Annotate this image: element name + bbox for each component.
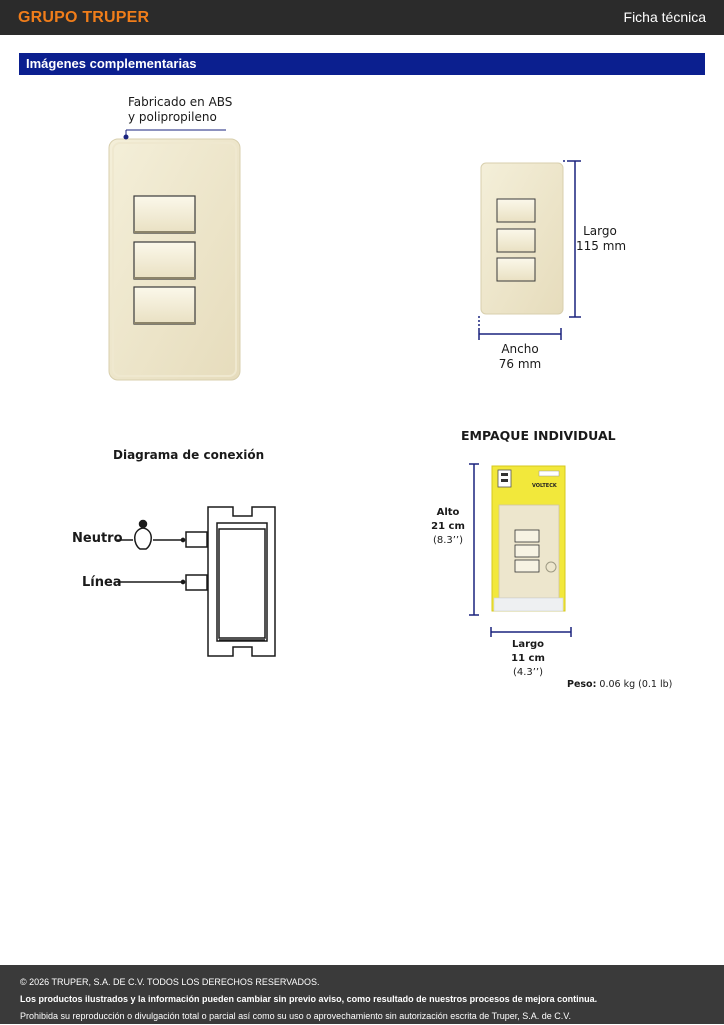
dimension-largo-package xyxy=(490,627,572,637)
section-title: Imágenes complementarias xyxy=(19,53,705,75)
footer: © 2026 TRUPER, S.A. DE C.V. TODOS LOS DE… xyxy=(0,965,724,1024)
connection-diagram xyxy=(117,506,276,657)
package-title: EMPAQUE INDIVIDUAL xyxy=(461,428,616,443)
rocker-middle xyxy=(133,241,196,280)
largo-dimension-label: Largo 115 mm xyxy=(576,224,627,253)
rocker-top xyxy=(133,195,196,234)
footer-copyright: © 2026 TRUPER, S.A. DE C.V. TODOS LOS DE… xyxy=(20,977,320,987)
footer-notice: Los productos ilustrados y la informació… xyxy=(20,994,598,1004)
footer-prohibition: Prohibida su reproducción o divulgación … xyxy=(20,1011,571,1021)
light-bulb-icon xyxy=(134,519,152,550)
package-brand-logo: VOLTECK xyxy=(532,483,558,489)
switch-symbol-icon xyxy=(207,506,276,657)
product-illustrations: VOLTECK xyxy=(108,129,581,657)
linea-label: Línea xyxy=(82,575,122,590)
header-bar: GRUPO TRUPER Ficha técnica xyxy=(0,0,724,35)
rocker-bottom xyxy=(133,286,196,325)
neutro-label: Neutro xyxy=(72,531,123,546)
brand-logo: GRUPO TRUPER xyxy=(18,9,150,26)
package-image: VOLTECK xyxy=(491,465,566,612)
switch-plate-large xyxy=(108,138,241,381)
dimension-ancho xyxy=(478,316,562,340)
dimension-alto-package xyxy=(469,463,479,616)
dimension-largo xyxy=(563,160,581,318)
package-alto-label: Alto 21 cm (8.3’’) xyxy=(431,507,465,546)
diagram-title: Diagrama de conexión xyxy=(113,448,265,462)
package-largo-label: Largo 11 cm (4.3’’) xyxy=(511,639,545,678)
document-type: Ficha técnica xyxy=(623,9,706,25)
ancho-dimension-label: Ancho 76 mm xyxy=(498,342,542,371)
material-callout: Fabricado en ABS y polipropileno xyxy=(128,95,233,124)
package-weight: Peso: 0.06 kg (0.1 lb) xyxy=(567,679,673,690)
switch-plate-small xyxy=(480,162,564,315)
